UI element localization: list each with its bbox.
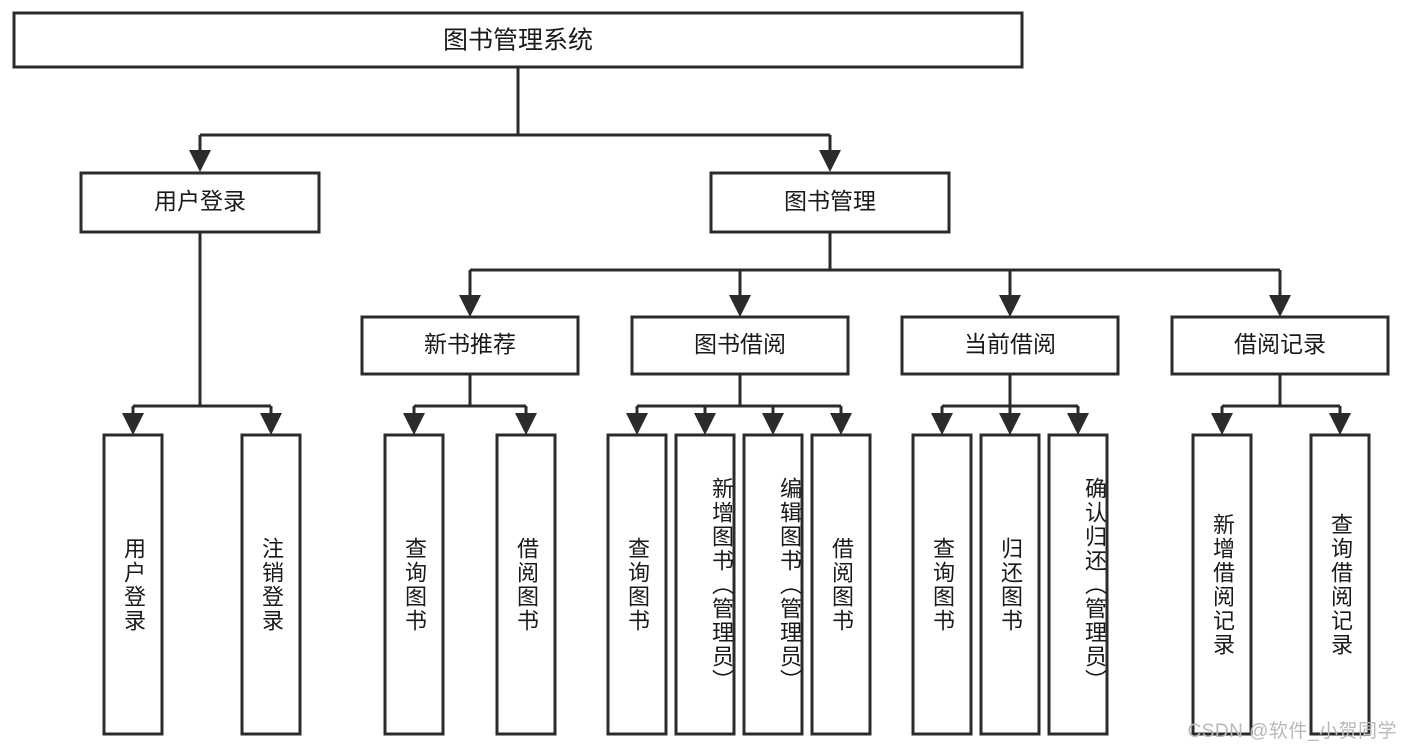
arrow-head-icon [122, 413, 144, 435]
arrow-head-icon [819, 150, 841, 172]
arrow-head-icon [999, 295, 1021, 317]
node-box-leaf-borrow-book-2[interactable] [810, 433, 872, 736]
node-box-leaf-confirm-return[interactable] [1047, 433, 1109, 736]
node-box-leaf-logout-login[interactable] [240, 433, 302, 736]
node-box-title[interactable] [12, 11, 1024, 69]
node-label-current-borrow: 当前借阅 [964, 331, 1056, 357]
connector-currentborrow-to-leaves [931, 374, 1089, 435]
node-box-leaf-return-book[interactable] [979, 433, 1041, 736]
node-label-user-login: 用户登录 [154, 188, 246, 214]
arrow-head-icon [830, 413, 852, 435]
arrow-head-icon [1329, 413, 1351, 435]
connector-borrowrecord-to-leaves [1211, 374, 1351, 435]
arrow-head-icon [729, 295, 751, 317]
node-box-book-borrow[interactable] [630, 315, 850, 376]
node-label-borrow-record: 借阅记录 [1234, 331, 1326, 357]
arrow-head-icon [762, 413, 784, 435]
arrow-head-icon [403, 413, 425, 435]
node-box-leaf-edit-book[interactable] [742, 433, 804, 736]
connector-newbook-to-leaves [403, 374, 537, 435]
arrow-head-icon [1067, 413, 1089, 435]
node-box-leaf-query-book-1[interactable] [383, 433, 445, 736]
arrow-head-icon [1269, 295, 1291, 317]
arrow-head-icon [931, 413, 953, 435]
arrow-head-icon [189, 150, 211, 172]
node-box-leaf-add-record[interactable] [1191, 433, 1253, 736]
arrow-head-icon [260, 413, 282, 435]
connector-bookmanage-to-level3 [459, 232, 1291, 317]
node-label-book-manage: 图书管理 [784, 188, 876, 214]
watermark-text: CSDN @软件_小贺同学 [1187, 721, 1397, 742]
node-box-leaf-query-book-3[interactable] [911, 433, 973, 736]
node-label-title: 图书管理系统 [443, 27, 593, 55]
node-label-book-borrow: 图书借阅 [694, 331, 786, 357]
node-box-leaf-query-book-2[interactable] [606, 433, 668, 736]
node-box-new-book-recommend[interactable] [360, 315, 580, 376]
node-box-book-manage[interactable] [709, 171, 951, 234]
connector-bookborrow-to-leaves [626, 374, 852, 435]
node-box-current-borrow[interactable] [900, 315, 1120, 376]
arrow-head-icon [694, 413, 716, 435]
connector-root-to-level2 [189, 67, 841, 172]
arrow-head-icon [1211, 413, 1233, 435]
node-box-leaf-borrow-book-1[interactable] [495, 433, 557, 736]
arrow-head-icon [459, 295, 481, 317]
connector-userlogin-to-leaves [122, 232, 282, 435]
node-box-leaf-add-book[interactable] [674, 433, 736, 736]
arrow-head-icon [999, 413, 1021, 435]
node-box-leaf-query-record[interactable] [1309, 433, 1371, 736]
node-box-user-login[interactable] [79, 171, 321, 234]
node-box-borrow-record[interactable] [1170, 315, 1390, 376]
arrow-head-icon [626, 413, 648, 435]
node-box-leaf-user-login[interactable] [102, 433, 164, 736]
node-label-new-book-recommend: 新书推荐 [424, 331, 516, 357]
arrow-head-icon [515, 413, 537, 435]
